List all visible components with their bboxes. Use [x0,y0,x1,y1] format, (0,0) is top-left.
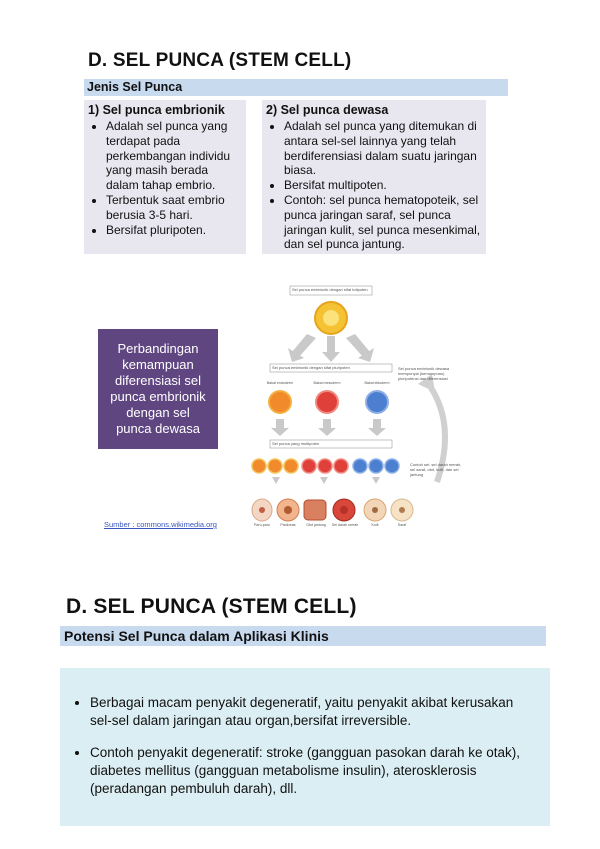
source-link[interactable]: Sumber : commons.wikimedia.org [104,520,217,529]
adult-heading: 2) Sel punca dewasa [266,103,389,117]
arrow-3-head [368,428,386,436]
slide2-subtitle: Potensi Sel Punca dalam Aplikasi Klinis [60,626,546,646]
multipotent-cell [384,458,400,474]
list-item: Contoh penyakit degeneratif: stroke (gan… [90,744,526,798]
diagram-graphics [251,285,448,522]
arrow-mid-head [322,352,340,362]
adult-list: Adalah sel punca yang ditemukan di antar… [266,119,482,252]
mid-arrows [271,419,386,436]
list-item: Bersifat multipoten. [284,178,482,193]
list-item: Adalah sel punca yang ditemukan di antar… [284,119,482,178]
final-label: Otot jantung [306,523,326,527]
multipotent-row [251,458,400,474]
slide1-title: D. SEL PUNCA (STEM CELL) [88,50,352,71]
top-arrows [288,334,374,362]
differentiation-diagram: Sel punca embrionik dengan sifat totipot… [232,282,462,532]
arrow-1 [276,419,284,429]
endoderm-cell [268,390,292,414]
arrow-mid [327,336,335,352]
final-label: Saraf [397,523,407,527]
arrow-2 [323,419,331,429]
embryonic-list: Adalah sel punca yang terdapat pada perk… [88,119,242,237]
comparison-caption: Perbandingan kemampuan diferensiasi sel … [98,329,218,449]
final-label: Sel darah merah [331,523,359,527]
mid-label: Sel punca embrionik dengan sifat pluripo… [272,365,350,370]
right-note-1: Sel punca embrionik dewasa mempunyai (ke… [398,366,450,381]
slide2-title: D. SEL PUNCA (STEM CELL) [66,595,357,618]
bottom-arrows [272,477,380,484]
small-arrow [372,477,380,484]
multipotent-cell [333,458,349,474]
arrow-right [346,334,370,358]
arrow-2-head [318,428,336,436]
multipotent-cell [352,458,368,474]
list-item: Terbentuk saat embrio berusia 3-5 hari. [106,193,242,223]
slide1-subtitle: Jenis Sel Punca [84,79,508,96]
arrow-1-head [271,428,289,436]
mesoderm-cell [315,390,339,414]
final-label: Kulit [371,523,379,527]
embryonic-box: 1) Sel punca embrionik Adalah sel punca … [84,100,246,254]
ectoderm-cell [365,390,389,414]
clinical-list: Berbagai macam penyakit degeneratif, yai… [68,694,526,798]
multi-label-frame [269,439,393,449]
return-arrow-head [418,374,435,392]
list-item: Contoh: sel punca hematopoteik, sel punc… [284,193,482,252]
mesoderm-label: Bakal mesoderm [313,381,341,385]
embryonic-heading: 1) Sel punca embrionik [88,103,225,117]
list-item: Bersifat pluripoten. [106,223,242,238]
list-item: Adalah sel punca yang terdapat pada perk… [106,119,242,193]
small-arrow [272,477,280,484]
totipotent-nucleus [323,310,339,326]
small-arrow [320,477,328,484]
multipotent-cell [317,458,333,474]
multipotent-cell [301,458,317,474]
ectoderm-label: Bakal ektoderm [364,381,390,385]
multipotent-cell [251,458,267,474]
multipotent-cell [283,458,299,474]
adult-box: 2) Sel punca dewasa Adalah sel punca yan… [262,100,486,254]
arrow-left-head [288,348,304,362]
final-label: Paru-paru [254,523,270,527]
multipotent-cell [267,458,283,474]
heart-muscle-cell [303,499,327,521]
final-label: Pankreas [280,523,296,527]
arrow-left [292,334,316,358]
arrow-3 [373,419,381,429]
top-label-frame [289,285,373,296]
endoderm-label: Bakal endoderm [266,381,294,385]
mid-label-frame [269,363,393,373]
multipotent-cell [368,458,384,474]
differentiated-row [251,498,414,522]
multi-label: Sel punca yang multipoten [272,441,320,446]
arrow-right-head [358,348,374,362]
right-note-2: Contoh sel: sel darah merah, sel saraf, … [410,462,462,477]
clinical-panel: Berbagai macam penyakit degeneratif, yai… [60,668,550,826]
top-label: Sel punca embrionik dengan sifat totipot… [292,287,368,292]
list-item: Berbagai macam penyakit degeneratif, yai… [90,694,526,730]
